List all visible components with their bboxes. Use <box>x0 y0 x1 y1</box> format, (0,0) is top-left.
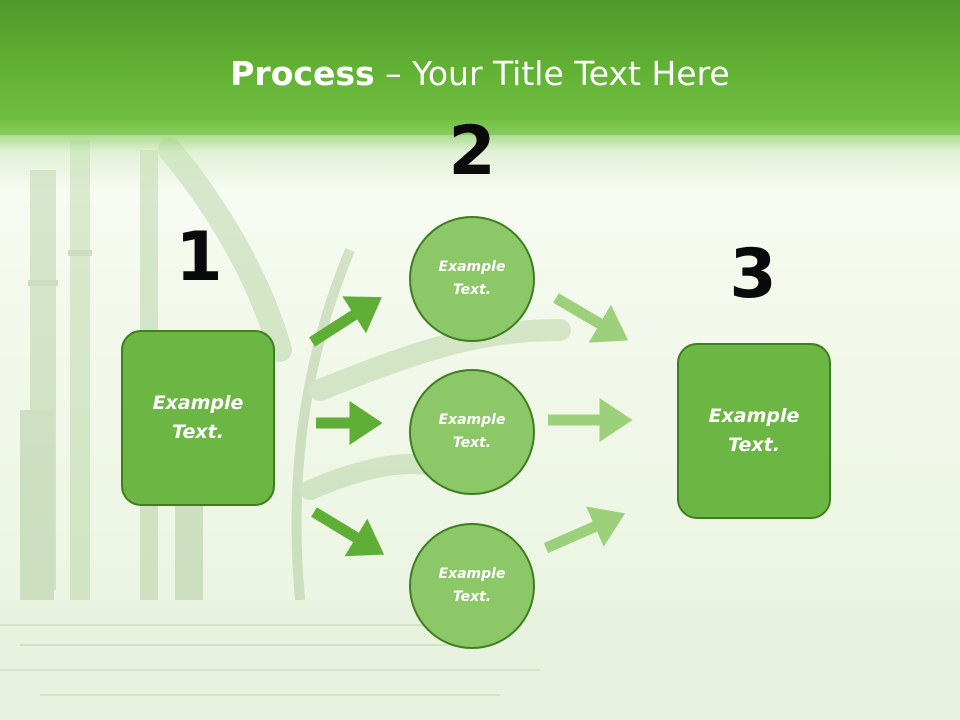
title-bar <box>0 0 960 135</box>
title-bar-fade <box>0 120 960 190</box>
step-3-box[interactable]: Example Text. <box>677 343 831 519</box>
step-1-text: Example Text. <box>152 392 244 443</box>
arrow-1-to-2a <box>309 296 382 347</box>
step-1-number: 1 <box>175 218 223 297</box>
step-2-circle-bottom-text: Example Text. <box>438 566 506 605</box>
step-2-circle-bottom[interactable]: Example Text. <box>409 523 535 649</box>
arrow-2a-to-3 <box>553 293 629 343</box>
step-3-number: 3 <box>729 235 777 314</box>
title-bold: Process <box>230 54 375 93</box>
step-3-text: Example Text. <box>708 405 800 456</box>
step-2-circle-middle[interactable]: Example Text. <box>409 369 535 495</box>
step-2-number: 2 <box>448 112 496 191</box>
bamboo-background-illustration <box>0 138 960 720</box>
step-2-circle-top[interactable]: Example Text. <box>409 216 535 342</box>
step-1-box[interactable]: Example Text. <box>121 330 275 506</box>
slide-title: Process – Your Title Text Here <box>0 52 960 96</box>
step-2-circle-middle-text: Example Text. <box>438 412 506 451</box>
arrow-1-to-2c <box>311 507 385 557</box>
step-2-circle-top-text: Example Text. <box>438 259 506 298</box>
title-rest: – Your Title Text Here <box>374 54 730 93</box>
arrow-2c-to-3 <box>543 506 626 554</box>
